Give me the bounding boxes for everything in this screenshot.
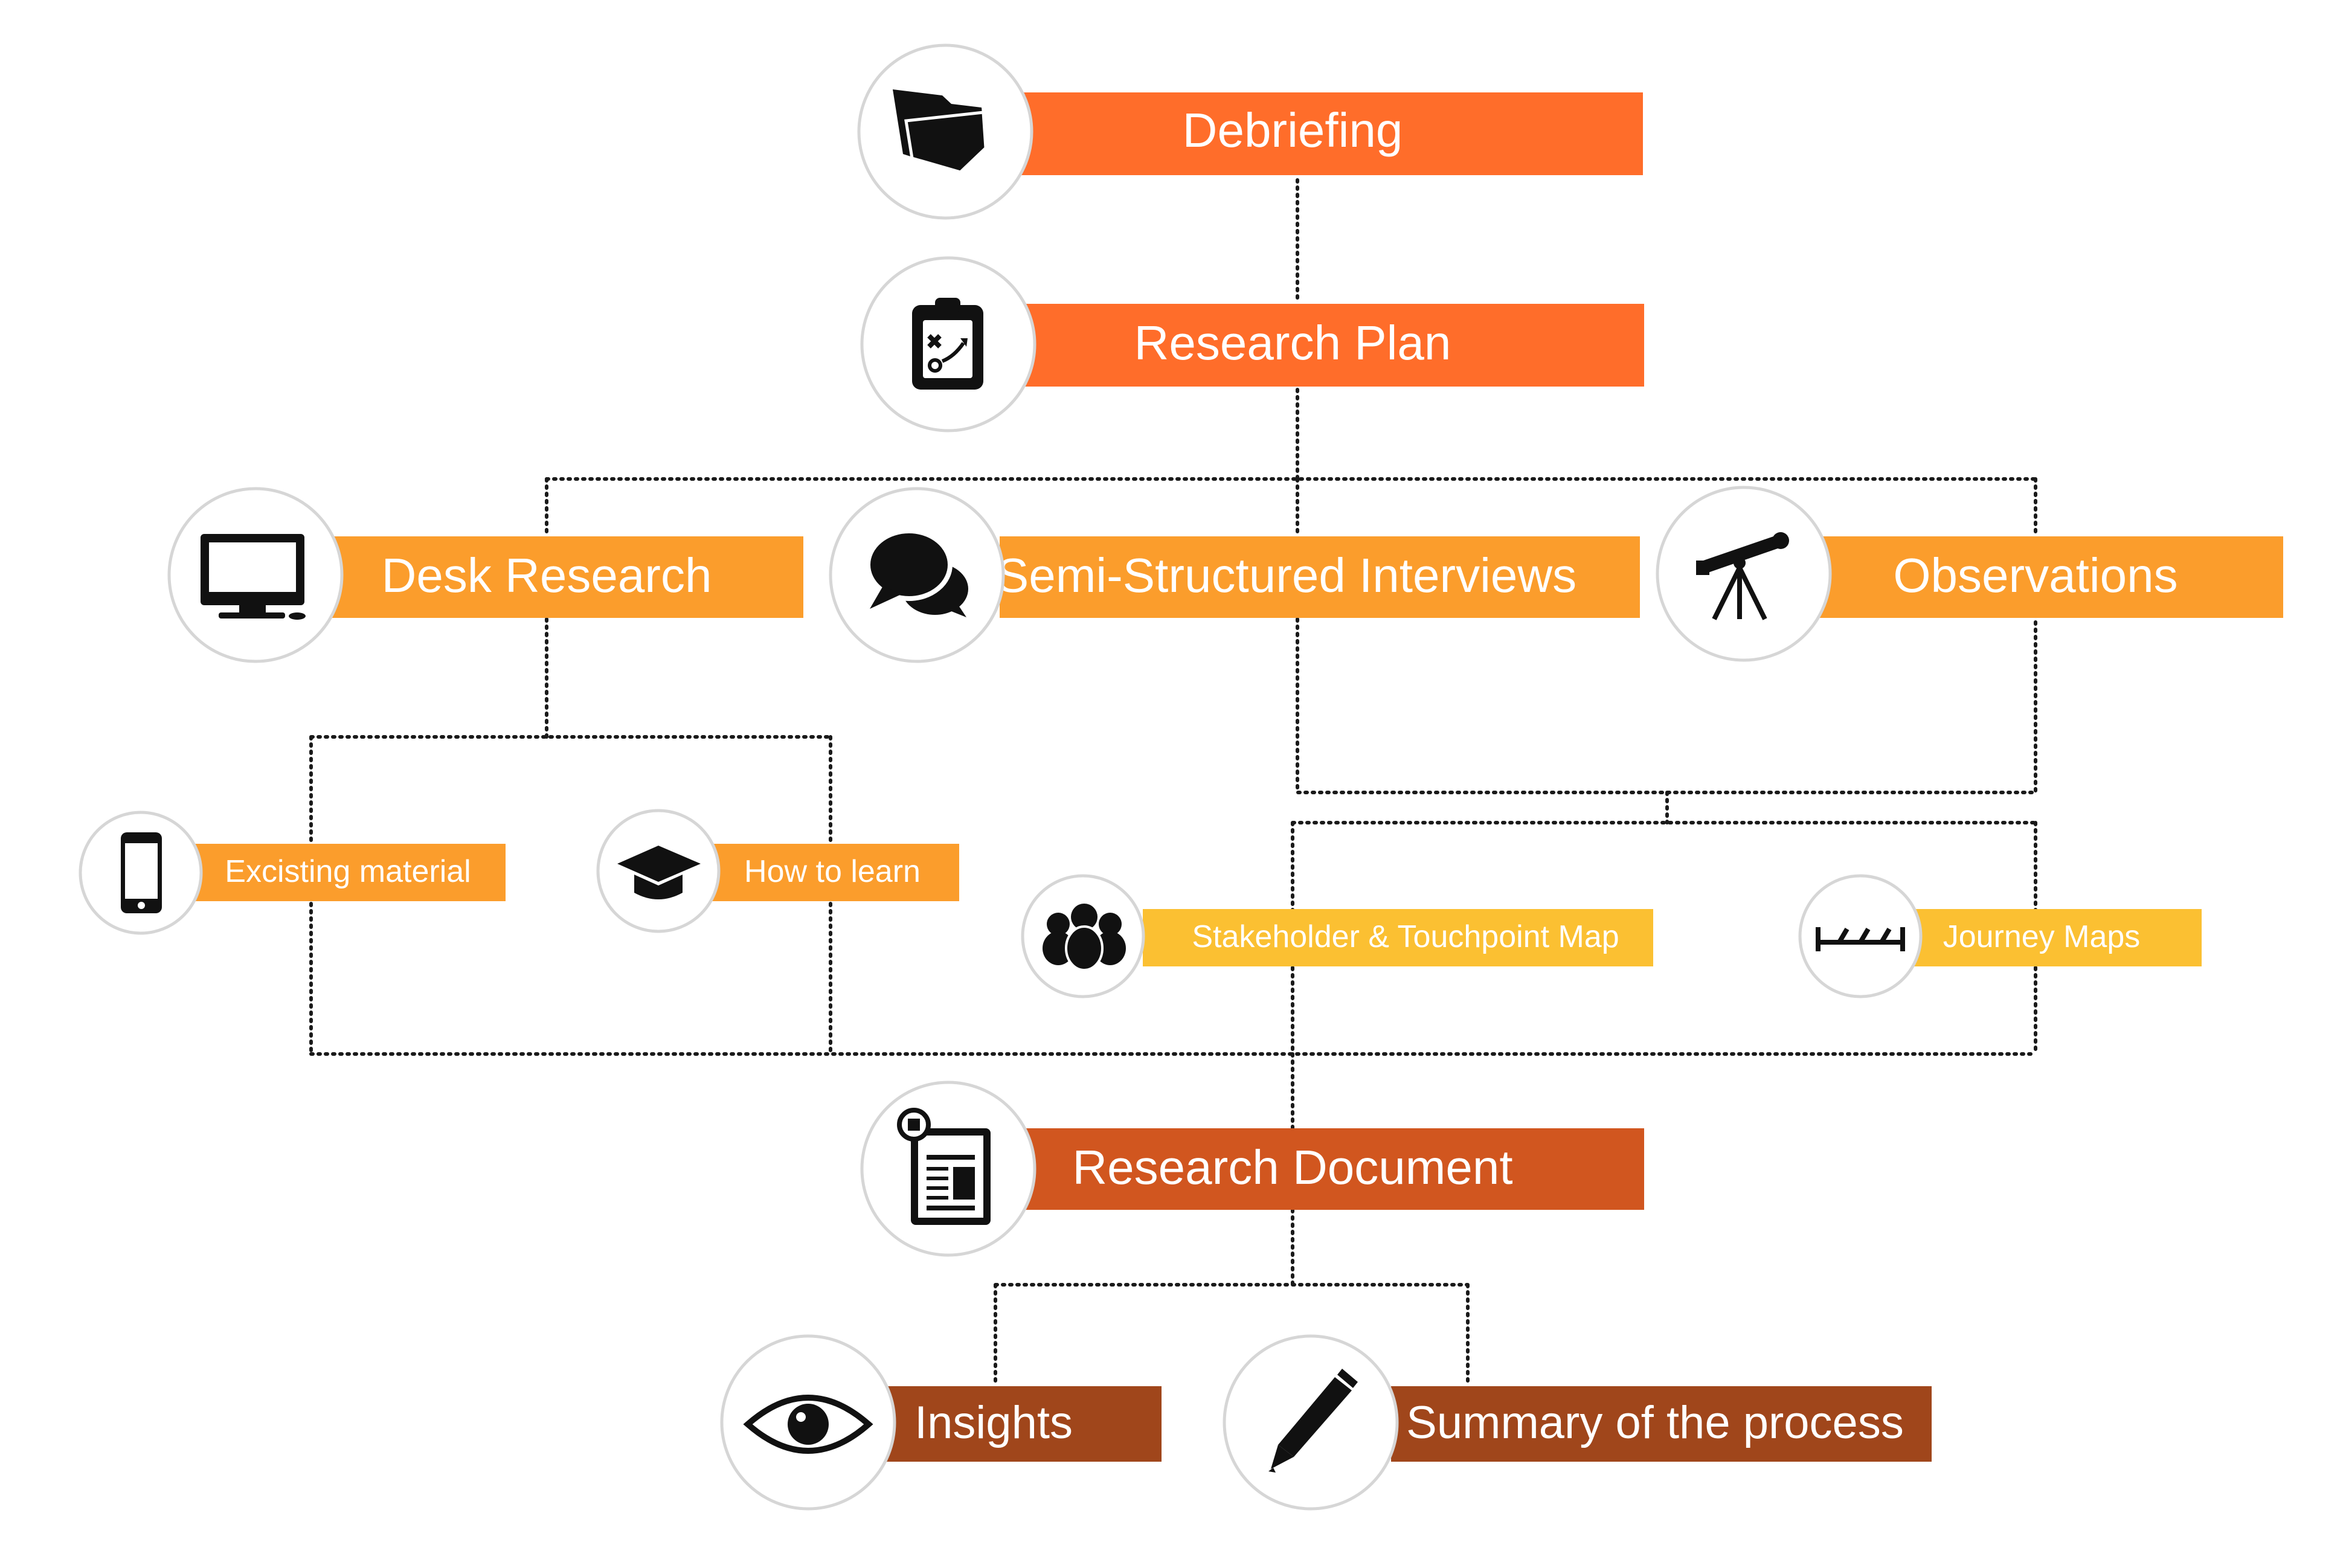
- node-research-plan: Research Plan: [860, 256, 1644, 432]
- eye-icon: [743, 1395, 873, 1454]
- node-desk-research: Desk Research: [167, 487, 803, 663]
- desk-research-label: Desk Research: [382, 548, 712, 602]
- journey-maps-circle: [1798, 874, 1923, 998]
- smartphone-icon: [121, 832, 162, 913]
- clipboard-strategy-icon: [912, 298, 983, 390]
- graduation-cap-icon: [617, 846, 701, 899]
- node-observations: Observations: [1656, 486, 2283, 662]
- connector-document-split: [994, 1208, 1470, 1388]
- summary-label: Summary of the process: [1406, 1397, 1904, 1448]
- research-document-label: Research Document: [1072, 1140, 1512, 1194]
- stakeholder-map-label: Stakeholder & Touchpoint Map: [1192, 919, 1619, 954]
- timeline-icon: [1816, 927, 1905, 951]
- node-stakeholder-map: Stakeholder & Touchpoint Map: [1021, 874, 1653, 998]
- document-icon: [897, 1108, 991, 1225]
- insights-bar: [879, 1386, 1162, 1462]
- stakeholder-map-bar: [1143, 909, 1653, 966]
- interviews-bar: [1000, 536, 1640, 618]
- node-research-document: Research Document: [860, 1081, 1644, 1257]
- research-plan-label: Research Plan: [1134, 316, 1451, 370]
- speech-bubbles-icon: [866, 529, 972, 619]
- existing-material-label: Excisting material: [225, 854, 471, 889]
- pen-icon: [1268, 1369, 1358, 1473]
- desktop-monitor-icon: [201, 534, 306, 620]
- node-summary: Summary of the process: [1223, 1334, 1932, 1511]
- how-to-learn-label: How to learn: [744, 854, 921, 889]
- node-insights: Insights: [720, 1334, 1162, 1511]
- node-debriefing: Debriefing: [857, 43, 1643, 220]
- node-existing-material: Excisting material: [79, 811, 506, 935]
- summary-bar: [1391, 1386, 1932, 1462]
- debriefing-bar: [1021, 92, 1643, 175]
- research-plan-bar: [1024, 304, 1644, 387]
- node-interviews: Semi-Structured Interviews: [829, 487, 1640, 663]
- how-to-learn-bar: [705, 844, 959, 901]
- journey-maps-bar: [1909, 909, 2202, 966]
- people-group-icon: [1043, 904, 1126, 971]
- desk-research-bar: [332, 536, 803, 618]
- connectors: [309, 178, 2037, 1388]
- observations-bar: [1806, 536, 2283, 618]
- connector-maps-branch: [1291, 791, 2037, 1056]
- connector-interviews-observations-loop: [1296, 617, 2037, 794]
- telescope-icon: [1696, 532, 1789, 620]
- connector-desk-branch: [309, 617, 832, 1056]
- interviews-label: Semi-Structured Interviews: [997, 548, 1576, 602]
- existing-material-bar: [190, 844, 506, 901]
- node-journey-maps: Journey Maps: [1798, 874, 2202, 998]
- observations-label: Observations: [1893, 548, 2177, 602]
- research-document-bar: [1024, 1128, 1644, 1210]
- journey-maps-label: Journey Maps: [1943, 919, 2141, 954]
- folder-icon: [893, 89, 988, 174]
- insights-label: Insights: [914, 1397, 1073, 1448]
- debriefing-label: Debriefing: [1183, 103, 1403, 157]
- node-how-to-learn: How to learn: [596, 809, 959, 933]
